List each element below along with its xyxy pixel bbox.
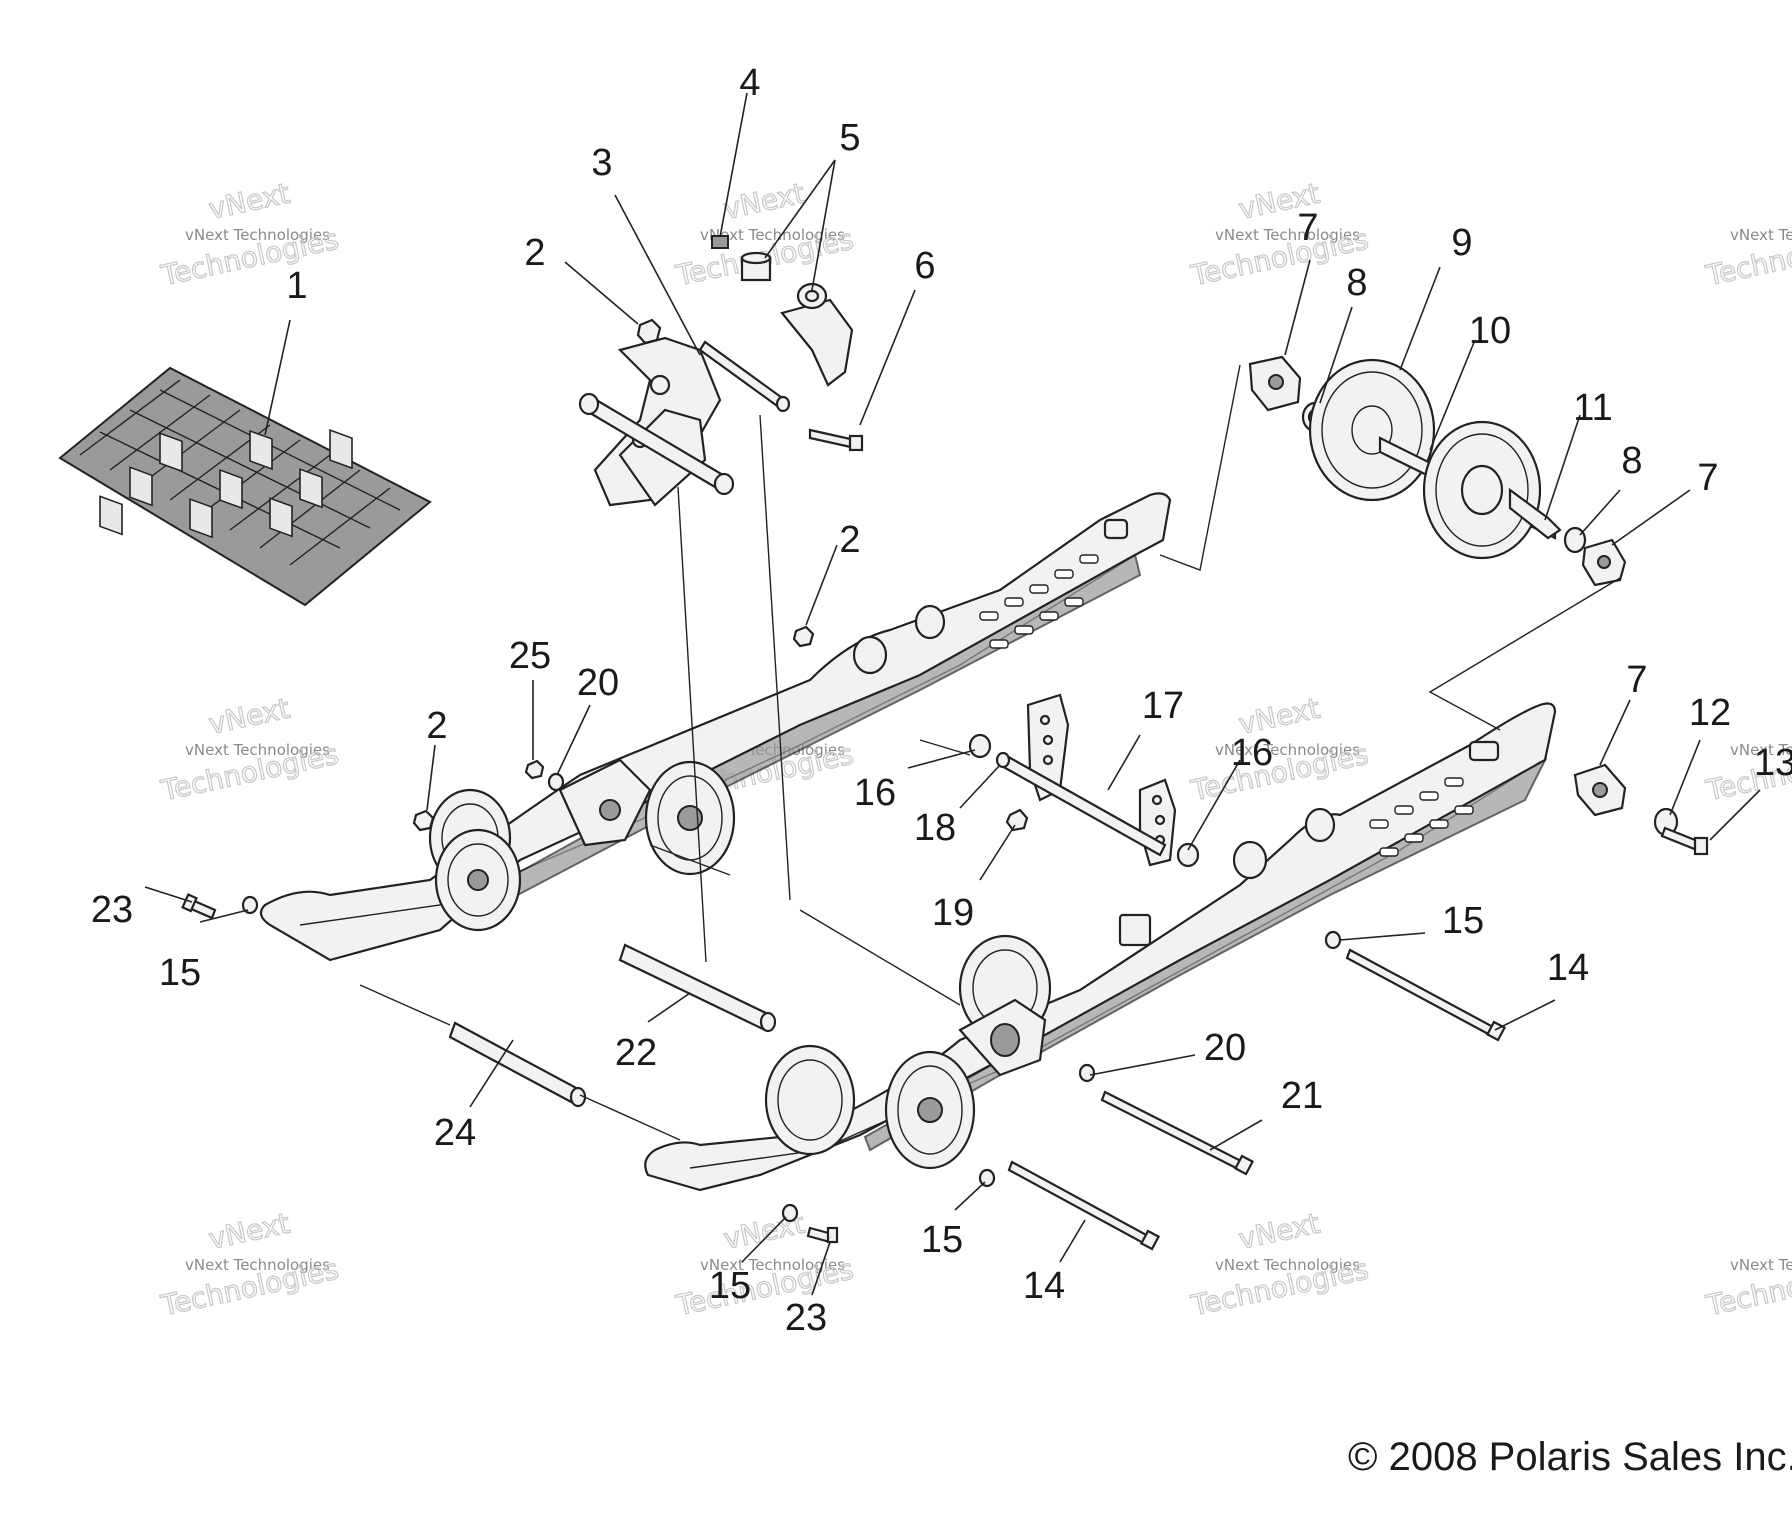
callout-5: 5	[839, 117, 860, 159]
part-21-bolt	[1100, 1090, 1255, 1176]
callout-12: 12	[1689, 692, 1731, 734]
rail-left	[259, 492, 1172, 962]
part-7-rail-end-cap	[1573, 763, 1627, 817]
watermark-text: vNext Technologies	[1215, 741, 1360, 759]
callout-16: 16	[854, 772, 896, 814]
part-23-bolt-left	[181, 893, 217, 920]
watermark-vnext: vNext	[1236, 1207, 1323, 1256]
part-1-skid-plate	[58, 366, 432, 607]
part-4-grease-fitting	[711, 235, 729, 249]
part-3-cross-tube	[578, 340, 791, 496]
callout-7: 7	[1297, 207, 1318, 249]
part-5-sleeve	[780, 282, 854, 387]
callout-6: 6	[914, 245, 935, 287]
part-19-nut	[1005, 808, 1029, 832]
callout-16: 16	[1231, 732, 1273, 774]
part-7-rear-axle-bearing-left	[1248, 355, 1302, 412]
part-23-bolt-bottom	[806, 1226, 839, 1244]
copyright-notice: © 2008 Polaris Sales Inc.	[1348, 1435, 1792, 1479]
part-16-washer-right	[1176, 842, 1200, 868]
callout-8: 8	[1346, 262, 1367, 304]
part-14-bolt-lower	[1007, 1160, 1161, 1251]
callout-19: 19	[932, 892, 974, 934]
assembly-lines	[359, 364, 1621, 1141]
watermark-text: vNext Technologies	[700, 1256, 845, 1274]
callout-7: 7	[1626, 659, 1647, 701]
callout-22: 22	[615, 1032, 657, 1074]
callout-13: 13	[1754, 742, 1792, 784]
watermark-text: vNext Technologies	[700, 226, 845, 244]
watermark: vNext vNext Technologies Technologies	[157, 691, 342, 808]
callout-3: 3	[591, 142, 612, 184]
callout-23: 23	[785, 1297, 827, 1339]
part-16-washer	[968, 733, 992, 759]
callout-25: 25	[509, 635, 551, 677]
callout-14: 14	[1023, 1265, 1065, 1307]
watermark-vnext: vNext	[206, 692, 293, 741]
watermark: vNext Technologies Technologies	[1702, 1252, 1792, 1323]
watermark-text: vNext Technologies	[1730, 226, 1792, 244]
part-11-axle-shaft-end	[1508, 487, 1562, 540]
watermark-text: vNext Technologies	[185, 741, 330, 759]
watermark-text: vNext Technologies	[1215, 1256, 1360, 1274]
watermark: vNext vNext Technologies Technologies	[672, 1206, 857, 1323]
part-18-rear-arm-shaft	[995, 751, 1167, 857]
watermark: vNext Technologies Technologies	[1702, 222, 1792, 293]
callout-leaders	[144, 92, 1761, 1296]
callout-15: 15	[159, 952, 201, 994]
part-2-nut	[636, 318, 662, 345]
part-9-rear-idler-wheel-left	[1308, 358, 1436, 502]
watermark-vnext: vNext	[206, 177, 293, 226]
rail-right	[644, 702, 1557, 1192]
callout-1: 1	[286, 265, 307, 307]
callout-15: 15	[709, 1265, 751, 1307]
part-24-shaft	[448, 1021, 587, 1108]
callout-24: 24	[434, 1112, 476, 1154]
part-10-rear-idler-wheel-right	[1422, 420, 1542, 560]
callout-8: 8	[1621, 440, 1642, 482]
callout-11: 11	[1573, 387, 1612, 429]
watermark: vNext vNext Technologies Technologies	[157, 176, 342, 293]
watermark: vNext vNext Technologies Technologies	[157, 1206, 342, 1323]
callout-labels: 1 2 3 4 5 6 2 7 8 9 10 11 8 7 25 20 2 16…	[91, 62, 1792, 1339]
callout-20: 20	[1204, 1027, 1246, 1069]
watermark-text: vNext Technologies	[1730, 741, 1792, 759]
callout-10: 10	[1469, 310, 1511, 352]
callout-7: 7	[1697, 457, 1718, 499]
callout-15: 15	[1442, 900, 1484, 942]
part-22-shaft	[618, 943, 777, 1033]
small-hardware	[241, 625, 1342, 1223]
callout-2: 2	[524, 232, 545, 274]
watermark: vNext vNext Technologies Technologies	[1187, 691, 1372, 808]
watermark: vNext vNext Technologies Technologies	[1187, 1206, 1372, 1323]
part-6-bolt	[808, 428, 864, 452]
callout-4: 4	[739, 62, 760, 104]
part-5-bushing	[740, 251, 772, 282]
callout-20: 20	[577, 662, 619, 704]
callout-9: 9	[1451, 222, 1472, 264]
watermark-text: vNext Technologies	[1730, 1256, 1792, 1274]
part-14-bolt-upper	[1345, 948, 1507, 1042]
watermark: vNext vNext Technologies Technologies	[1187, 176, 1372, 293]
callout-15: 15	[921, 1219, 963, 1261]
callout-18: 18	[914, 807, 956, 849]
watermark-text: vNext Technologies	[185, 1256, 330, 1274]
callout-17: 17	[1142, 685, 1184, 727]
part-13-bolt	[1660, 826, 1709, 856]
callout-21: 21	[1281, 1075, 1323, 1117]
watermark-vnext: vNext	[721, 177, 808, 226]
part-7-rear-axle-bearing-right	[1581, 538, 1627, 587]
callout-2: 2	[839, 519, 860, 561]
callout-14: 14	[1547, 947, 1589, 989]
watermark-text: vNext Technologies	[185, 226, 330, 244]
watermark-vnext: vNext	[206, 1207, 293, 1256]
callout-2: 2	[426, 705, 447, 747]
watermark-text: vNext Technologies	[1215, 226, 1360, 244]
callout-23: 23	[91, 889, 133, 931]
